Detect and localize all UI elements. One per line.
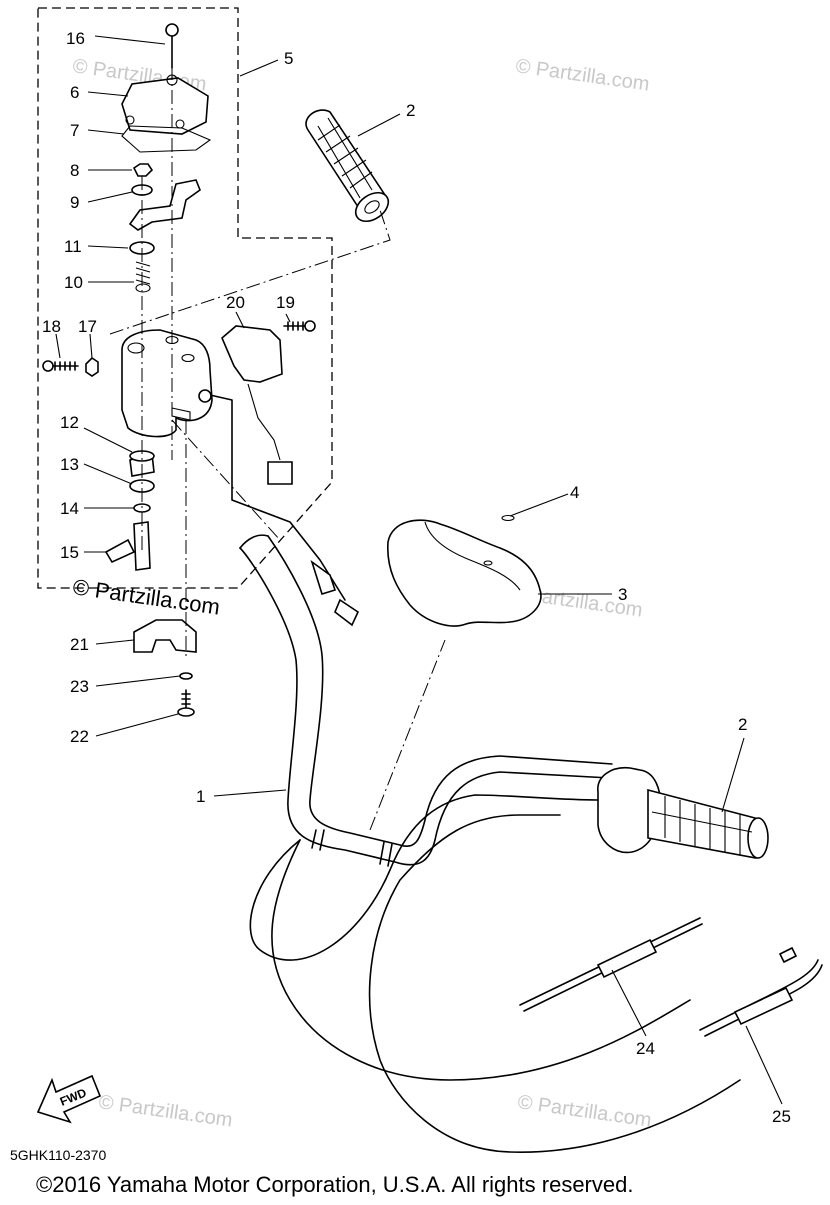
grip-right — [597, 767, 769, 859]
handlebar — [239, 534, 613, 867]
watermark: © Partzilla.com — [97, 1091, 234, 1132]
callout-16: 16 — [66, 29, 85, 48]
callout-18: 18 — [42, 317, 61, 336]
callout-24: 24 — [636, 1039, 655, 1058]
callout-20: 20 — [226, 293, 245, 312]
callout-3: 3 — [618, 585, 627, 604]
callout-21: 21 — [70, 635, 89, 654]
handlebar-pad — [387, 514, 542, 627]
callout-10: 10 — [64, 273, 83, 292]
watermark: © Partzilla.com — [516, 1091, 653, 1132]
throttle-cables — [209, 394, 823, 1153]
callout-25: 25 — [772, 1107, 791, 1126]
callout-11: 11 — [64, 237, 82, 256]
switch-assembly — [42, 23, 316, 717]
watermark: © Partzilla.com — [71, 574, 221, 619]
callout-14: 14 — [60, 499, 79, 518]
callout-12: 12 — [60, 413, 79, 432]
callout-7: 7 — [70, 121, 79, 140]
callout-5: 5 — [284, 49, 293, 68]
callout-2-top: 2 — [406, 101, 415, 120]
watermark: © Partzilla.com — [514, 55, 651, 96]
copyright-notice: ©2016 Yamaha Motor Corporation, U.S.A. A… — [36, 1172, 633, 1197]
callout-9: 9 — [70, 193, 79, 212]
grip-left — [305, 109, 390, 223]
callout-23: 23 — [70, 677, 89, 696]
fwd-arrow: FWD — [36, 1074, 102, 1124]
callout-1: 1 — [196, 787, 205, 806]
callout-17: 17 — [78, 317, 97, 336]
callout-8: 8 — [70, 161, 79, 180]
callout-2-right: 2 — [738, 715, 747, 734]
drawing-code: 5GHK110-2370 — [10, 1147, 106, 1163]
assembly-boundary-box — [37, 7, 333, 589]
leader-lines — [55, 35, 783, 1105]
callout-22: 22 — [70, 727, 89, 746]
callout-13: 13 — [60, 455, 79, 474]
callout-19: 19 — [276, 293, 295, 312]
callout-15: 15 — [60, 543, 79, 562]
callout-labels: 16 5 6 7 2 8 9 11 10 18 17 20 19 12 13 1… — [42, 29, 791, 1126]
callout-4: 4 — [570, 483, 579, 502]
callout-6: 6 — [70, 83, 79, 102]
assembly-guides — [109, 66, 446, 831]
